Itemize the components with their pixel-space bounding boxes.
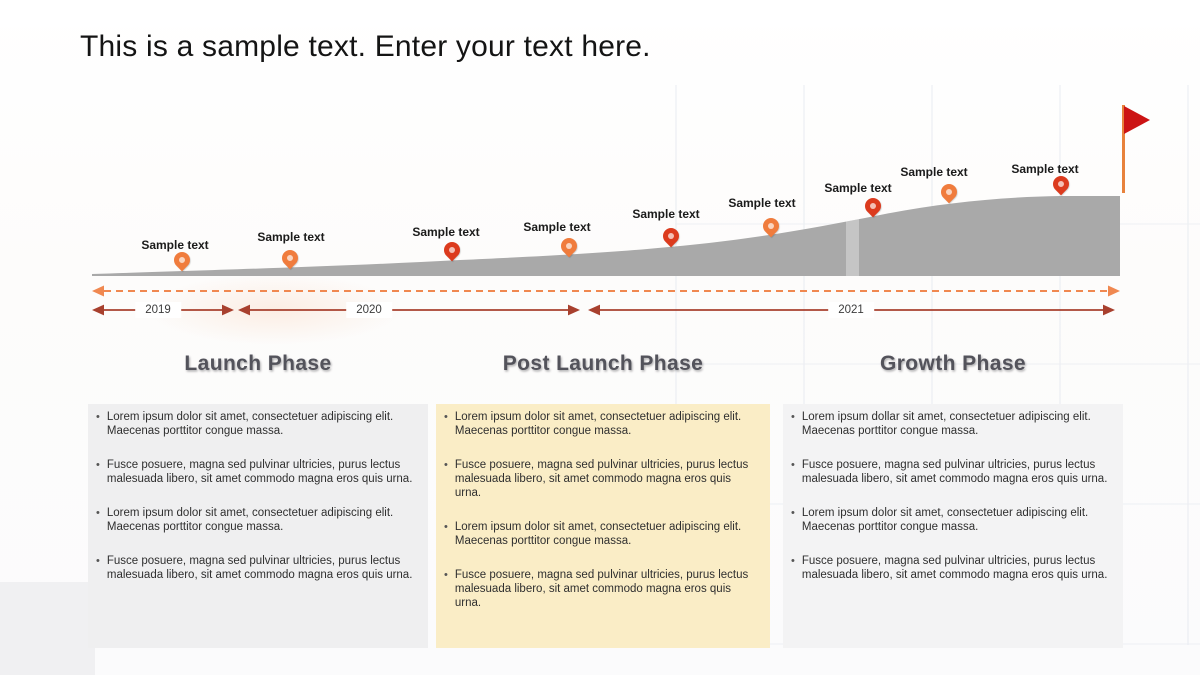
- background-gray-blob: [0, 582, 95, 675]
- bullet-dot-icon: •: [444, 459, 448, 471]
- bullet-dot-icon: •: [96, 555, 100, 567]
- bullet-dot-icon: •: [444, 521, 448, 533]
- year-label: 2019: [135, 302, 181, 318]
- bullet-dot-icon: •: [444, 569, 448, 581]
- pin-label: Sample text: [1011, 162, 1079, 176]
- bullet-item: •Fusce posuere, magna sed pulvinar ultri…: [791, 459, 1108, 485]
- pin-label: Sample text: [141, 238, 209, 252]
- phase-panel-growth: •Lorem ipsum dollar sit amet, consectetu…: [783, 404, 1123, 648]
- bullet-dot-icon: •: [791, 555, 795, 567]
- pin-label: Sample text: [257, 230, 325, 244]
- bullet-dot-icon: •: [791, 459, 795, 471]
- pin-label: Sample text: [900, 165, 968, 179]
- map-pin-icon: [557, 234, 581, 258]
- bullet-dot-icon: •: [791, 411, 795, 423]
- bullet-item: •Fusce posuere, magna sed pulvinar ultri…: [444, 569, 749, 609]
- bullet-item: •Lorem ipsum dolor sit amet, consectetue…: [444, 521, 742, 547]
- bullet-item: •Lorem ipsum dolor sit amet, consectetue…: [791, 507, 1089, 533]
- pin-label: Sample text: [824, 181, 892, 195]
- phase-panel-post-launch: •Lorem ipsum dolor sit amet, consectetue…: [436, 404, 770, 648]
- bullet-dot-icon: •: [96, 459, 100, 471]
- map-pin-icon: [440, 238, 464, 262]
- bullet-dot-icon: •: [96, 411, 100, 423]
- year-label: 2021: [828, 302, 874, 318]
- bullet-item: •Lorem ipsum dolor sit amet, consectetue…: [96, 507, 394, 533]
- bullet-item: •Lorem ipsum dolor sit amet, consectetue…: [96, 411, 394, 437]
- bullet-item: •Fusce posuere, magna sed pulvinar ultri…: [791, 555, 1108, 581]
- slide-title: This is a sample text. Enter your text h…: [80, 30, 651, 63]
- bullet-dot-icon: •: [444, 411, 448, 423]
- flag-pole: [1122, 105, 1125, 193]
- background-top-band: [0, 0, 1200, 27]
- pin-label: Sample text: [632, 207, 700, 221]
- phase-panel-launch: •Lorem ipsum dolor sit amet, consectetue…: [88, 404, 428, 648]
- bullet-item: •Fusce posuere, magna sed pulvinar ultri…: [96, 555, 413, 581]
- pin-label: Sample text: [523, 220, 591, 234]
- phase-heading-launch: Launch Phase: [184, 352, 332, 375]
- flag-icon: [1124, 106, 1150, 134]
- bullet-item: •Lorem ipsum dollar sit amet, consectetu…: [791, 411, 1091, 437]
- bullet-item: •Lorem ipsum dolor sit amet, consectetue…: [444, 411, 742, 437]
- phase-heading-post-launch: Post Launch Phase: [502, 352, 704, 375]
- pin-label: Sample text: [412, 225, 480, 239]
- bullet-dot-icon: •: [96, 507, 100, 519]
- bullet-dot-icon: •: [791, 507, 795, 519]
- bullet-item: •Fusce posuere, magna sed pulvinar ultri…: [444, 459, 749, 499]
- phase-heading-growth: Growth Phase: [880, 352, 1026, 375]
- pin-label: Sample text: [728, 196, 796, 210]
- bullet-item: •Fusce posuere, magna sed pulvinar ultri…: [96, 459, 413, 485]
- year-label: 2020: [346, 302, 392, 318]
